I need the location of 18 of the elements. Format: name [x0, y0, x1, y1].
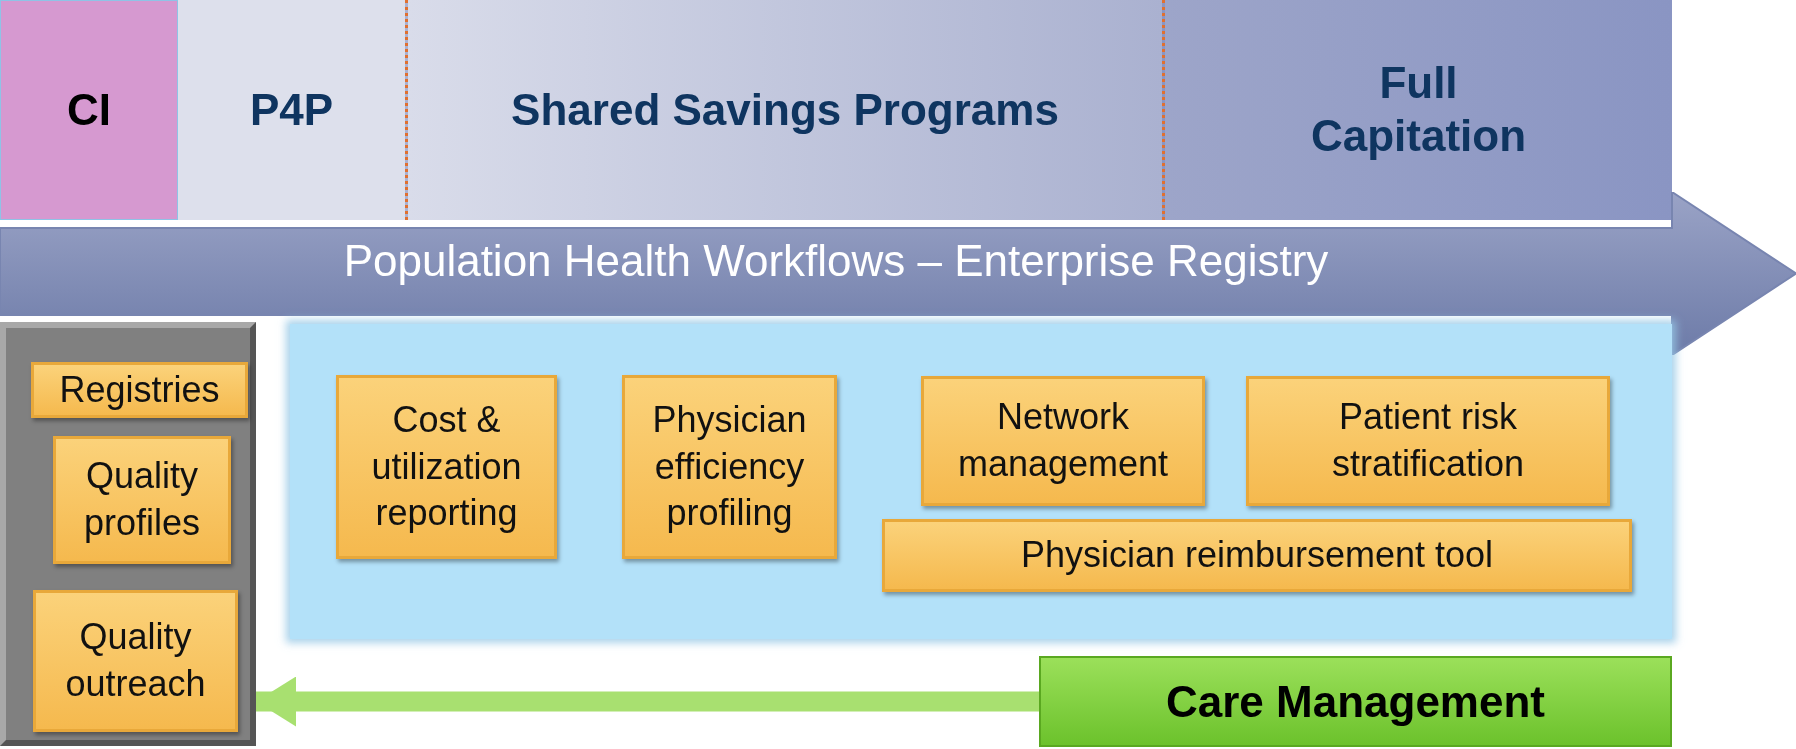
- process-box: Registries: [31, 362, 248, 418]
- stage-segment: Full Capitation: [1162, 0, 1672, 220]
- group-panel: [290, 324, 1672, 639]
- banner-text: Population Health Workflows – Enterprise Registry: [342, 236, 1330, 286]
- process-box: Cost & utilization reporting: [336, 375, 557, 559]
- stage-segment: P4P: [178, 0, 405, 220]
- process-box: Quality profiles: [53, 436, 231, 564]
- process-box: Patient risk stratification: [1246, 376, 1610, 506]
- banner-arrow: [0, 192, 1796, 355]
- process-box: Network management: [921, 376, 1205, 506]
- process-box: Care Management: [1039, 656, 1672, 747]
- stage-segment: Shared Savings Programs: [405, 0, 1162, 220]
- group-panel: [0, 322, 256, 746]
- process-box: Physician reimbursement tool: [882, 519, 1632, 592]
- arrow: [256, 676, 1039, 727]
- stage-segment: CI: [0, 0, 178, 220]
- process-box: Quality outreach: [33, 590, 238, 732]
- process-box: Physician efficiency profiling: [622, 375, 837, 559]
